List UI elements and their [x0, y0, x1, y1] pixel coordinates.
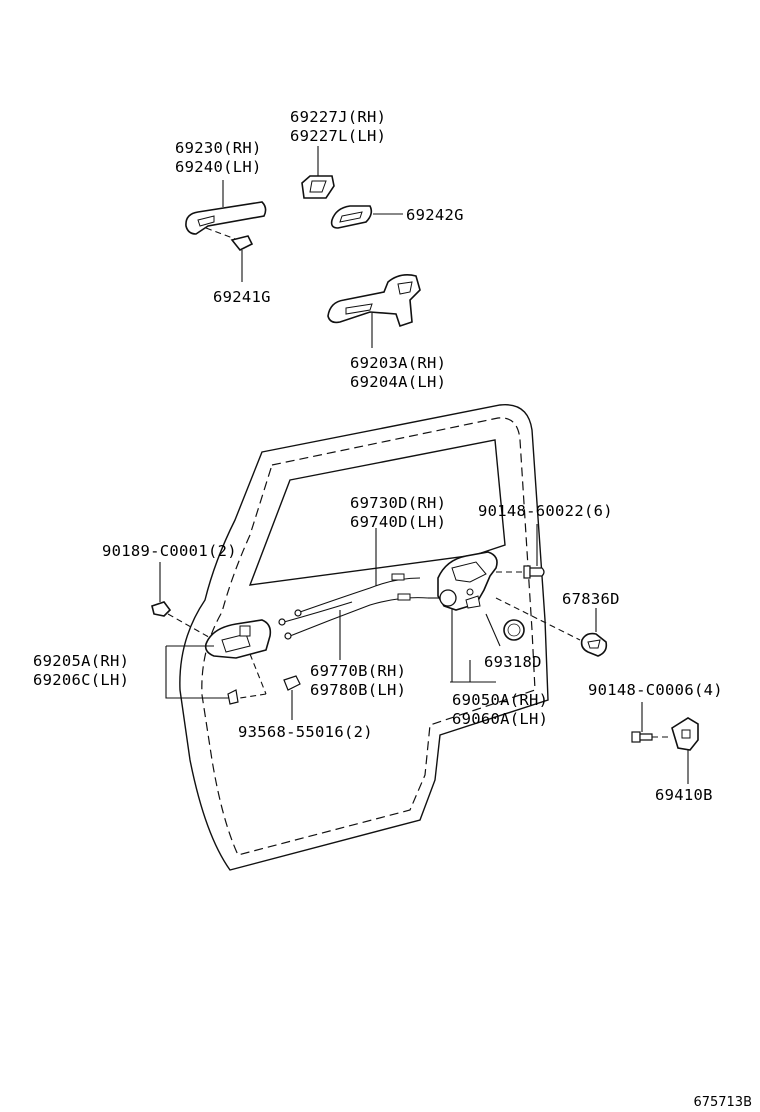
label-69050a: 69050A(RH): [452, 691, 548, 709]
label-69730d: 69730D(RH): [350, 494, 446, 512]
label-69206c: 69206C(LH): [33, 671, 129, 689]
handle-frame-part[interactable]: [327, 274, 421, 328]
door-lock-assembly[interactable]: [437, 551, 498, 611]
door-panel-outline: [179, 404, 549, 871]
label-69060a: 69060A(LH): [452, 710, 548, 728]
label-69242g: 69242G: [406, 206, 464, 224]
label-69230: 69230(RH): [175, 139, 262, 157]
gasket-part[interactable]: [330, 205, 373, 229]
label-69770b: 69770B(RH): [310, 662, 406, 680]
screw-part-2[interactable]: [283, 675, 301, 691]
outer-handle-part[interactable]: [185, 201, 267, 235]
label-69740d: 69740D(LH): [350, 513, 446, 531]
control-cable-lower[interactable]: [278, 593, 429, 640]
screw-part-1[interactable]: [227, 689, 239, 705]
label-69240: 69240(LH): [175, 158, 262, 176]
drawing-id: 675713B: [693, 1095, 752, 1110]
label-67836d: 67836D: [562, 590, 620, 608]
label-69227l: 69227L(LH): [290, 127, 386, 145]
label-93568-55016: 93568-55016(2): [238, 723, 373, 741]
control-cable-upper[interactable]: [294, 573, 421, 617]
label-69203a: 69203A(RH): [350, 354, 446, 372]
label-69318d: 69318D: [484, 653, 542, 671]
label-69780b: 69780B(LH): [310, 681, 406, 699]
lock-cover-part[interactable]: [580, 632, 608, 657]
label-90148-60022: 90148-60022(6): [478, 502, 613, 520]
label-69227j: 69227J(RH): [290, 108, 386, 126]
label-69205a: 69205A(RH): [33, 652, 129, 670]
handle-cap-part[interactable]: [301, 175, 335, 199]
label-90189-c0001: 90189-C0001(2): [102, 542, 237, 560]
striker-part[interactable]: [671, 717, 699, 751]
label-69204a: 69204A(LH): [350, 373, 446, 391]
label-69241g: 69241G: [213, 288, 271, 306]
grommet-part[interactable]: [503, 619, 525, 641]
inside-handle-part[interactable]: [204, 619, 272, 659]
label-90148-c0006: 90148-C0006(4): [588, 681, 723, 699]
clip-part[interactable]: [151, 601, 172, 617]
bolt-60022-part[interactable]: [523, 565, 545, 579]
handle-pad-part[interactable]: [230, 235, 254, 252]
bolt-c0006-part[interactable]: [631, 731, 653, 743]
label-69410b: 69410B: [655, 786, 713, 804]
